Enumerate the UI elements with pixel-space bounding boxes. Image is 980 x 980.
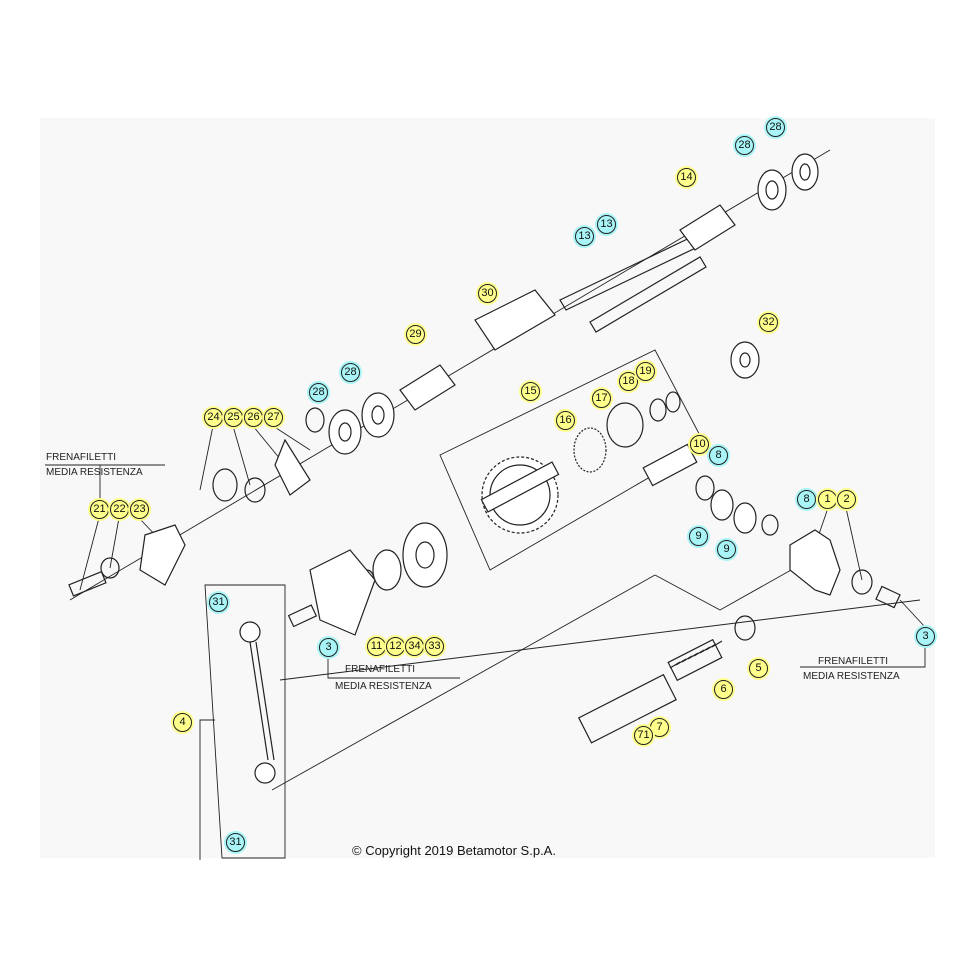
callout-part-17[interactable]: 17	[592, 389, 611, 408]
callout-part-29[interactable]: 29	[406, 325, 425, 344]
note-middle-line1: FRENAFILETTI	[345, 664, 416, 675]
shift-forks-rods	[399, 204, 736, 411]
callout-part-8[interactable]: 8	[797, 490, 816, 509]
callout-part-13[interactable]: 13	[597, 215, 616, 234]
callout-part-6[interactable]: 6	[714, 680, 733, 699]
note-middle-line2: MEDIA RESISTENZA	[335, 681, 432, 692]
note-left-line2: MEDIA RESISTENZA	[46, 467, 143, 478]
callout-part-25[interactable]: 25	[224, 408, 243, 427]
callout-part-19[interactable]: 19	[636, 362, 655, 381]
callout-part-2[interactable]: 2	[837, 490, 856, 509]
callout-part-26[interactable]: 26	[244, 408, 263, 427]
callout-part-8[interactable]: 8	[709, 446, 728, 465]
callout-part-13[interactable]: 13	[575, 227, 594, 246]
callout-part-12[interactable]: 12	[386, 637, 405, 656]
copyright: © Copyright 2019 Betamotor S.p.A.	[352, 843, 556, 858]
callout-part-7[interactable]: 7	[650, 718, 669, 737]
note-right-line1: FRENAFILETTI	[818, 656, 889, 667]
springs	[577, 638, 723, 744]
callout-part-1[interactable]: 1	[818, 490, 837, 509]
selector-parts	[68, 391, 901, 641]
callout-part-3[interactable]: 3	[319, 638, 338, 657]
callout-part-28[interactable]: 28	[766, 118, 785, 137]
callout-part-22[interactable]: 22	[110, 500, 129, 519]
callout-part-32[interactable]: 32	[759, 313, 778, 332]
gear	[480, 402, 644, 534]
callout-part-21[interactable]: 21	[90, 500, 109, 519]
callout-part-28[interactable]: 28	[735, 136, 754, 155]
callout-part-15[interactable]: 15	[521, 382, 540, 401]
callout-part-9[interactable]: 9	[717, 540, 736, 559]
callout-part-31[interactable]: 31	[209, 593, 228, 612]
callout-part-11[interactable]: 11	[367, 637, 386, 656]
callout-part-5[interactable]: 5	[749, 659, 768, 678]
callout-part-3[interactable]: 3	[916, 627, 935, 646]
bearings	[328, 153, 819, 591]
callout-part-23[interactable]: 23	[130, 500, 149, 519]
leader-lines	[45, 149, 926, 860]
callout-part-30[interactable]: 30	[478, 284, 497, 303]
callout-part-16[interactable]: 16	[556, 411, 575, 430]
callout-part-27[interactable]: 27	[264, 408, 283, 427]
callout-part-4[interactable]: 4	[173, 713, 192, 732]
callout-part-9[interactable]: 9	[689, 527, 708, 546]
callout-part-28[interactable]: 28	[341, 363, 360, 382]
callout-part-31[interactable]: 31	[226, 833, 245, 852]
callout-part-28[interactable]: 28	[309, 383, 328, 402]
callout-part-14[interactable]: 14	[677, 168, 696, 187]
note-left-line1: FRENAFILETTI	[46, 452, 117, 463]
callout-part-33[interactable]: 33	[425, 637, 444, 656]
callout-part-10[interactable]: 10	[690, 435, 709, 454]
callout-part-34[interactable]: 34	[405, 637, 424, 656]
note-right-line2: MEDIA RESISTENZA	[803, 671, 900, 682]
callout-part-71[interactable]: 71	[634, 726, 653, 745]
shift-rod	[239, 621, 276, 784]
callout-part-18[interactable]: 18	[619, 372, 638, 391]
callout-part-24[interactable]: 24	[204, 408, 223, 427]
